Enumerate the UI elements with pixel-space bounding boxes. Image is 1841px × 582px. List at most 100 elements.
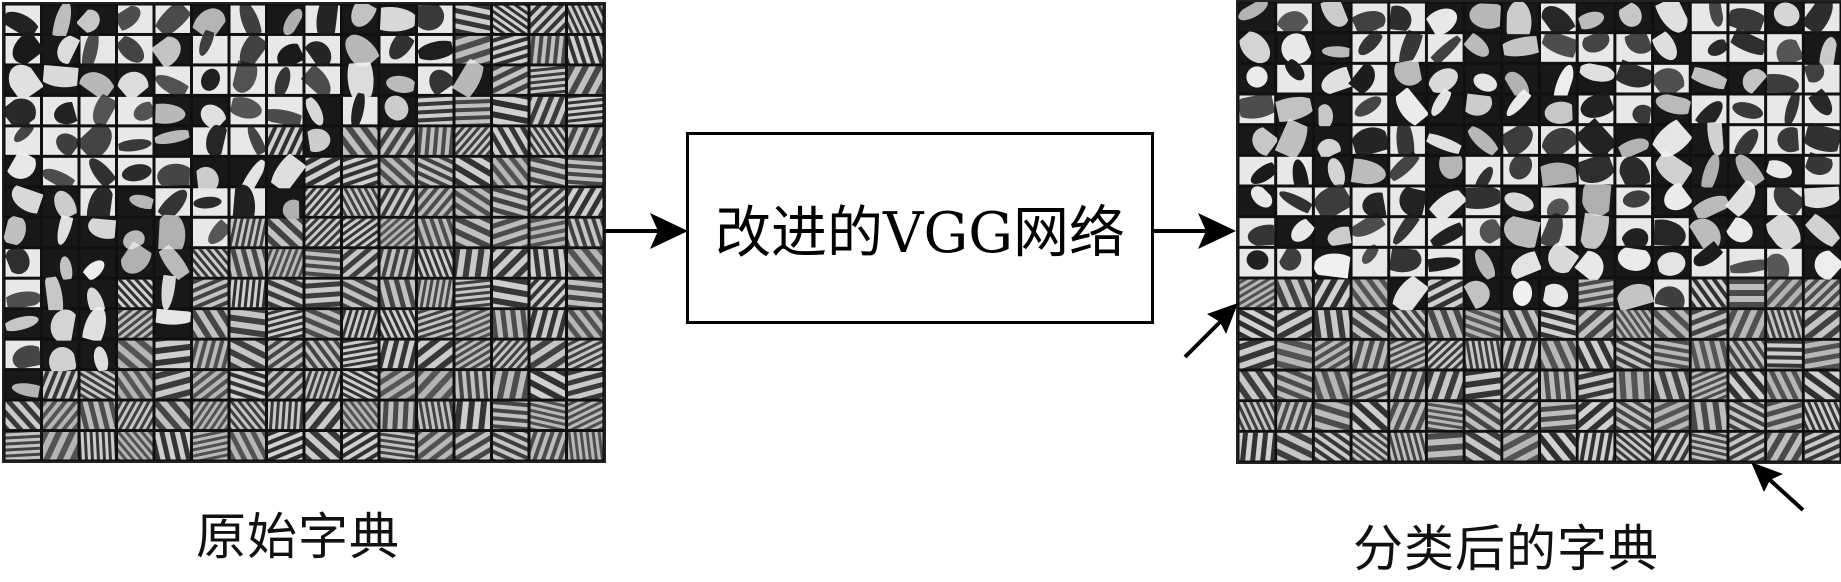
dictionary-patch (1654, 402, 1689, 430)
dictionary-patch (1390, 87, 1430, 128)
dictionary-patch (155, 188, 190, 225)
dictionary-patch (1729, 126, 1765, 161)
dictionary-patch (43, 127, 82, 158)
dictionary-patch (155, 157, 191, 186)
classified-dictionary-patches (1238, 2, 1841, 461)
dictionary-patch (455, 96, 490, 125)
dictionary-patch (1465, 218, 1505, 246)
dictionary-patch (530, 127, 565, 155)
dictionary-patch (1427, 402, 1463, 430)
dictionary-patch (1651, 28, 1689, 62)
dictionary-patch (418, 66, 457, 100)
dictionary-patch (418, 188, 453, 216)
dictionary-patch (43, 371, 78, 399)
dictionary-patch (1767, 89, 1802, 127)
dictionary-patch (1804, 34, 1840, 68)
dictionary-patch (1651, 118, 1694, 159)
dictionary-patch (1314, 95, 1350, 127)
dictionary-patch (5, 246, 40, 277)
dictionary-patch (1503, 310, 1538, 338)
dictionary-patch (230, 249, 265, 277)
dictionary-patch (1767, 34, 1805, 69)
dictionary-patch (568, 35, 603, 64)
dictionary-patch (4, 215, 40, 247)
dictionary-patch (43, 309, 78, 343)
dictionary-patch (1390, 340, 1425, 369)
dictionary-patch (1314, 279, 1350, 308)
dictionary-patch (153, 127, 193, 155)
dictionary-patch (1691, 371, 1727, 400)
dictionary-patch (305, 279, 340, 308)
dictionary-patch (568, 127, 603, 155)
dictionary-patch (343, 188, 378, 216)
pointer-arrow-smooth-region (1183, 303, 1238, 359)
dictionary-patch (1350, 156, 1388, 185)
dictionary-patch (568, 188, 603, 216)
dictionary-patch (1503, 279, 1538, 308)
arrow-network-to-classified (1154, 213, 1236, 249)
dictionary-patch (418, 127, 453, 155)
dictionary-patch (1465, 126, 1501, 156)
dictionary-patch (1465, 248, 1501, 281)
dictionary-patch (1390, 310, 1425, 338)
dictionary-patch (155, 432, 190, 460)
dictionary-patch (268, 149, 307, 194)
dictionary-patch (80, 249, 115, 282)
dictionary-patch (380, 310, 415, 338)
dictionary-patch (193, 157, 228, 191)
dictionary-patch (193, 249, 228, 277)
dictionary-patch (1314, 432, 1350, 461)
dictionary-patch (1465, 186, 1501, 216)
dictionary-patch (343, 432, 378, 460)
dictionary-patch (1613, 126, 1652, 160)
dictionary-patch (268, 35, 306, 69)
dictionary-patch (1427, 87, 1463, 124)
dictionary-patch (493, 5, 528, 33)
dictionary-patch (568, 310, 603, 338)
dictionary-patch (1804, 371, 1840, 400)
dictionary-patch (568, 432, 603, 460)
dictionary-patch (1729, 402, 1765, 430)
dictionary-patch (1541, 402, 1576, 430)
dictionary-patch (568, 218, 603, 247)
dictionary-patch (1766, 64, 1802, 93)
dictionary-patch (155, 371, 190, 399)
dictionary-patch (230, 340, 265, 369)
dictionary-patch (1763, 156, 1802, 185)
dictionary-patch (1578, 371, 1614, 400)
dictionary-patch (230, 157, 265, 194)
dictionary-patch (1239, 186, 1275, 216)
dictionary-patch (1239, 218, 1276, 248)
dictionary-patch (153, 4, 195, 38)
dictionary-patch (380, 218, 415, 247)
dictionary-patch (1539, 32, 1580, 62)
dictionary-patch (343, 401, 378, 430)
dictionary-patch (1729, 310, 1765, 338)
dictionary-patch (305, 96, 340, 126)
dictionary-patch (268, 188, 303, 220)
dictionary-patch (155, 214, 190, 251)
dictionary-patch (380, 188, 415, 216)
dictionary-patch (80, 29, 115, 70)
dictionary-patch (1427, 218, 1468, 248)
dictionary-patch (1578, 212, 1614, 251)
dictionary-patch (1427, 371, 1463, 400)
dictionary-patch (493, 157, 528, 186)
dictionary-patch (568, 157, 603, 186)
dictionary-patch (1465, 340, 1501, 369)
dictionary-patch (5, 122, 40, 155)
dictionary-patch (1654, 432, 1689, 461)
dictionary-patch (230, 4, 265, 41)
dictionary-patch (1767, 180, 1807, 216)
dictionary-patch (1800, 210, 1841, 248)
dictionary-patch (268, 249, 303, 277)
dictionary-patch (418, 371, 453, 399)
dictionary-patch (380, 157, 415, 186)
dictionary-patch (1277, 279, 1312, 308)
dictionary-patch (1689, 187, 1730, 222)
dictionary-patch (1239, 248, 1275, 277)
classified-dictionary-image (1236, 0, 1841, 464)
dictionary-patch (1239, 340, 1275, 369)
dictionary-patch (1541, 310, 1576, 338)
dictionary-patch (1390, 402, 1425, 430)
